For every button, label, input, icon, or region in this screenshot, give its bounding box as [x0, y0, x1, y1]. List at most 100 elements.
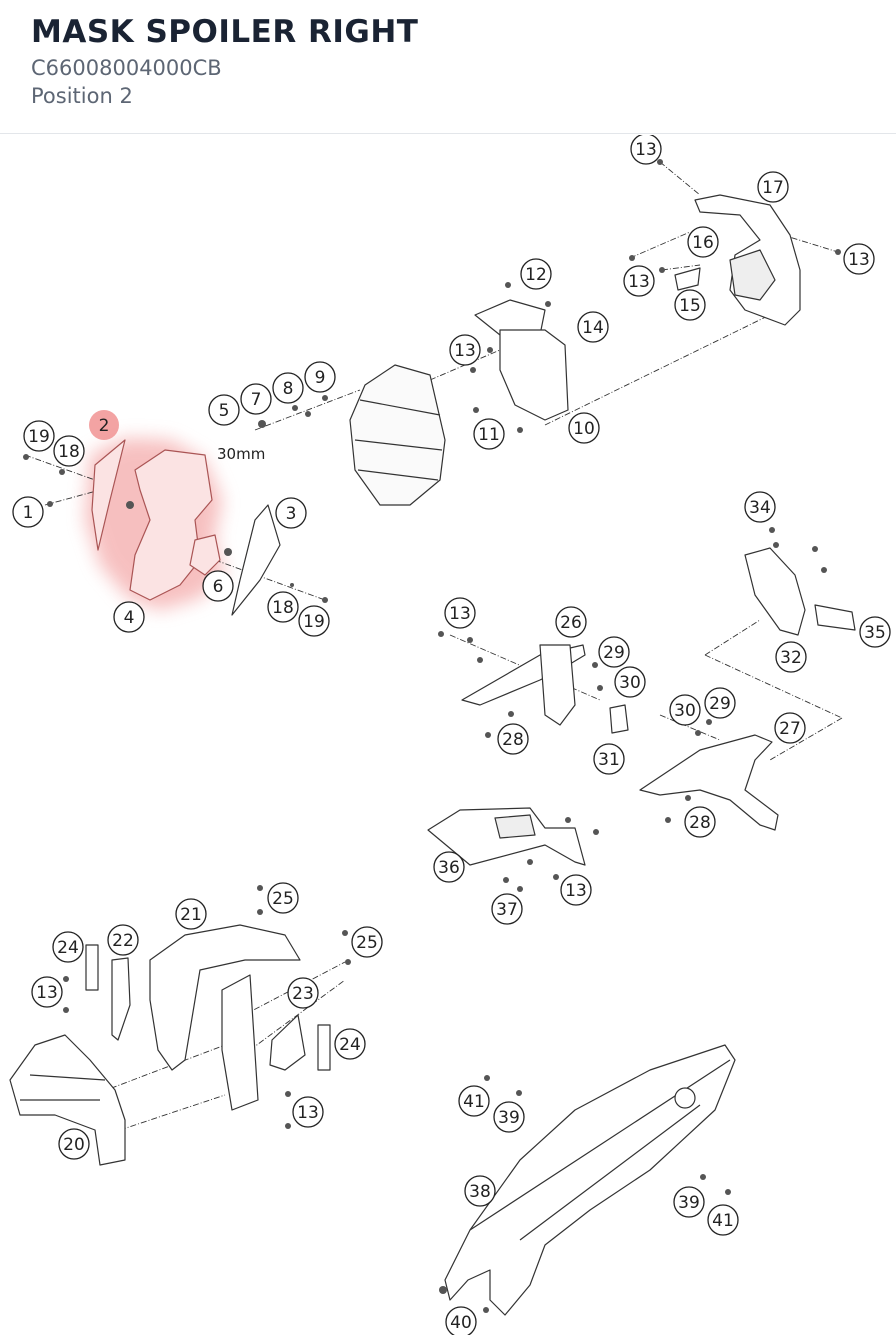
- callout-circle: [623, 265, 655, 297]
- callout-17[interactable]: 17: [757, 171, 789, 203]
- callout-circle: [684, 806, 716, 838]
- callout-13[interactable]: 13: [31, 976, 63, 1008]
- callout-number: 9: [315, 368, 326, 388]
- callout-number: 29: [603, 643, 625, 663]
- callout-31[interactable]: 31: [593, 743, 625, 775]
- callout-13[interactable]: 13: [630, 133, 662, 165]
- callout-16[interactable]: 16: [687, 226, 719, 258]
- callout-18[interactable]: 18: [267, 591, 299, 623]
- callout-3[interactable]: 3: [275, 497, 307, 529]
- callout-circle: [669, 694, 701, 726]
- callout-6[interactable]: 6: [202, 570, 234, 602]
- callout-37[interactable]: 37: [491, 893, 523, 925]
- callout-29[interactable]: 29: [704, 687, 736, 719]
- callout-circle: [593, 743, 625, 775]
- callout-circle: [449, 334, 481, 366]
- callout-circle: [304, 361, 336, 393]
- callout-circle: [560, 874, 592, 906]
- callout-number: 27: [779, 719, 801, 739]
- callout-28[interactable]: 28: [497, 723, 529, 755]
- callout-18[interactable]: 18: [53, 435, 85, 467]
- callout-10[interactable]: 10: [568, 412, 600, 444]
- callout-circle: [208, 394, 240, 426]
- callout-24[interactable]: 24: [52, 931, 84, 963]
- callout-13[interactable]: 13: [292, 1096, 324, 1128]
- callout-number: 25: [356, 933, 378, 953]
- callout-number: 35: [864, 623, 886, 643]
- callout-28[interactable]: 28: [684, 806, 716, 838]
- callout-number: 39: [678, 1193, 700, 1213]
- callout-13[interactable]: 13: [623, 265, 655, 297]
- callout-5[interactable]: 5: [208, 394, 240, 426]
- callout-23[interactable]: 23: [287, 977, 319, 1009]
- callout-20[interactable]: 20: [58, 1128, 90, 1160]
- callout-13[interactable]: 13: [843, 243, 875, 275]
- callout-14[interactable]: 14: [577, 311, 609, 343]
- callout-40[interactable]: 40: [445, 1306, 477, 1338]
- callout-38[interactable]: 38: [464, 1175, 496, 1207]
- callout-circle: [175, 898, 207, 930]
- callout-34[interactable]: 34: [744, 491, 776, 523]
- callout-number: 38: [469, 1182, 491, 1202]
- callout-circle: [614, 666, 646, 698]
- callout-circle: [275, 497, 307, 529]
- callout-41[interactable]: 41: [458, 1085, 490, 1117]
- callout-13[interactable]: 13: [449, 334, 481, 366]
- callout-9[interactable]: 9: [304, 361, 336, 393]
- callout-circle: [674, 289, 706, 321]
- callout-39[interactable]: 39: [673, 1186, 705, 1218]
- callout-number: 1: [23, 503, 34, 523]
- callout-26[interactable]: 26: [555, 606, 587, 638]
- leader-lines: [24, 161, 843, 1131]
- callout-13[interactable]: 13: [444, 597, 476, 629]
- callout-circle: [464, 1175, 496, 1207]
- callout-30[interactable]: 30: [669, 694, 701, 726]
- callout-24[interactable]: 24: [334, 1028, 366, 1060]
- callout-8[interactable]: 8: [272, 372, 304, 404]
- callout-circle: [433, 851, 465, 883]
- callout-circle: [444, 597, 476, 629]
- callout-25[interactable]: 25: [267, 882, 299, 914]
- callout-39[interactable]: 39: [493, 1101, 525, 1133]
- callout-12[interactable]: 12: [520, 258, 552, 290]
- callout-number: 8: [283, 379, 294, 399]
- callout-circle: [287, 977, 319, 1009]
- callout-circle: [843, 243, 875, 275]
- callout-19[interactable]: 19: [298, 605, 330, 637]
- header: MASK SPOILER RIGHT C66008004000CB Positi…: [0, 0, 896, 134]
- callout-15[interactable]: 15: [674, 289, 706, 321]
- callout-circle: [298, 605, 330, 637]
- callout-circle: [202, 570, 234, 602]
- callout-1[interactable]: 1: [12, 496, 44, 528]
- callout-7[interactable]: 7: [240, 383, 272, 415]
- callout-number: 13: [628, 272, 650, 292]
- callout-41[interactable]: 41: [707, 1204, 739, 1236]
- callout-circle: [12, 496, 44, 528]
- callout-circle: [89, 410, 119, 440]
- callout-25[interactable]: 25: [351, 926, 383, 958]
- callout-number: 10: [573, 419, 595, 439]
- callout-circle: [240, 383, 272, 415]
- callout-2[interactable]: 2: [89, 410, 119, 440]
- callout-4[interactable]: 4: [113, 601, 145, 633]
- callout-number: 22: [112, 931, 134, 951]
- callout-21[interactable]: 21: [175, 898, 207, 930]
- callout-number: 5: [219, 401, 230, 421]
- callout-number: 41: [463, 1092, 485, 1112]
- callout-30[interactable]: 30: [614, 666, 646, 698]
- callout-11[interactable]: 11: [473, 418, 505, 450]
- callout-32[interactable]: 32: [775, 641, 807, 673]
- callout-36[interactable]: 36: [433, 851, 465, 883]
- callout-number: 40: [450, 1313, 472, 1333]
- callout-19[interactable]: 19: [23, 420, 55, 452]
- callout-circle: [520, 258, 552, 290]
- callout-number: 28: [689, 813, 711, 833]
- callout-35[interactable]: 35: [859, 616, 891, 648]
- callout-29[interactable]: 29: [598, 636, 630, 668]
- callout-27[interactable]: 27: [774, 712, 806, 744]
- callout-22[interactable]: 22: [107, 924, 139, 956]
- callout-13[interactable]: 13: [560, 874, 592, 906]
- callout-circle: [292, 1096, 324, 1128]
- callout-number: 13: [454, 341, 476, 361]
- callout-circle: [497, 723, 529, 755]
